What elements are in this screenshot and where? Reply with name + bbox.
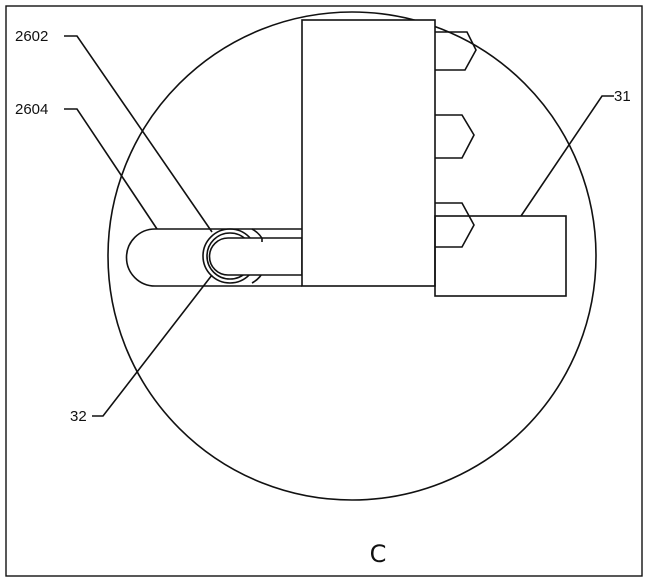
view-caption: C xyxy=(370,540,387,568)
tooth-top xyxy=(435,31,477,71)
label-32: 32 xyxy=(70,408,87,425)
label-2604: 2604 xyxy=(15,101,48,118)
tooth-middle xyxy=(435,114,475,159)
label-31: 31 xyxy=(614,88,631,105)
leader-2604 xyxy=(64,108,158,230)
leader-32 xyxy=(92,274,213,417)
pin-shaft xyxy=(208,237,303,276)
label-2602: 2602 xyxy=(15,28,48,45)
tooth-bottom xyxy=(435,202,475,248)
figure-border xyxy=(5,5,643,577)
main-block xyxy=(301,19,436,287)
leader-2602 xyxy=(64,35,213,233)
leader-31 xyxy=(520,95,614,217)
detail-circle xyxy=(107,11,597,501)
component-31-block xyxy=(434,215,567,297)
